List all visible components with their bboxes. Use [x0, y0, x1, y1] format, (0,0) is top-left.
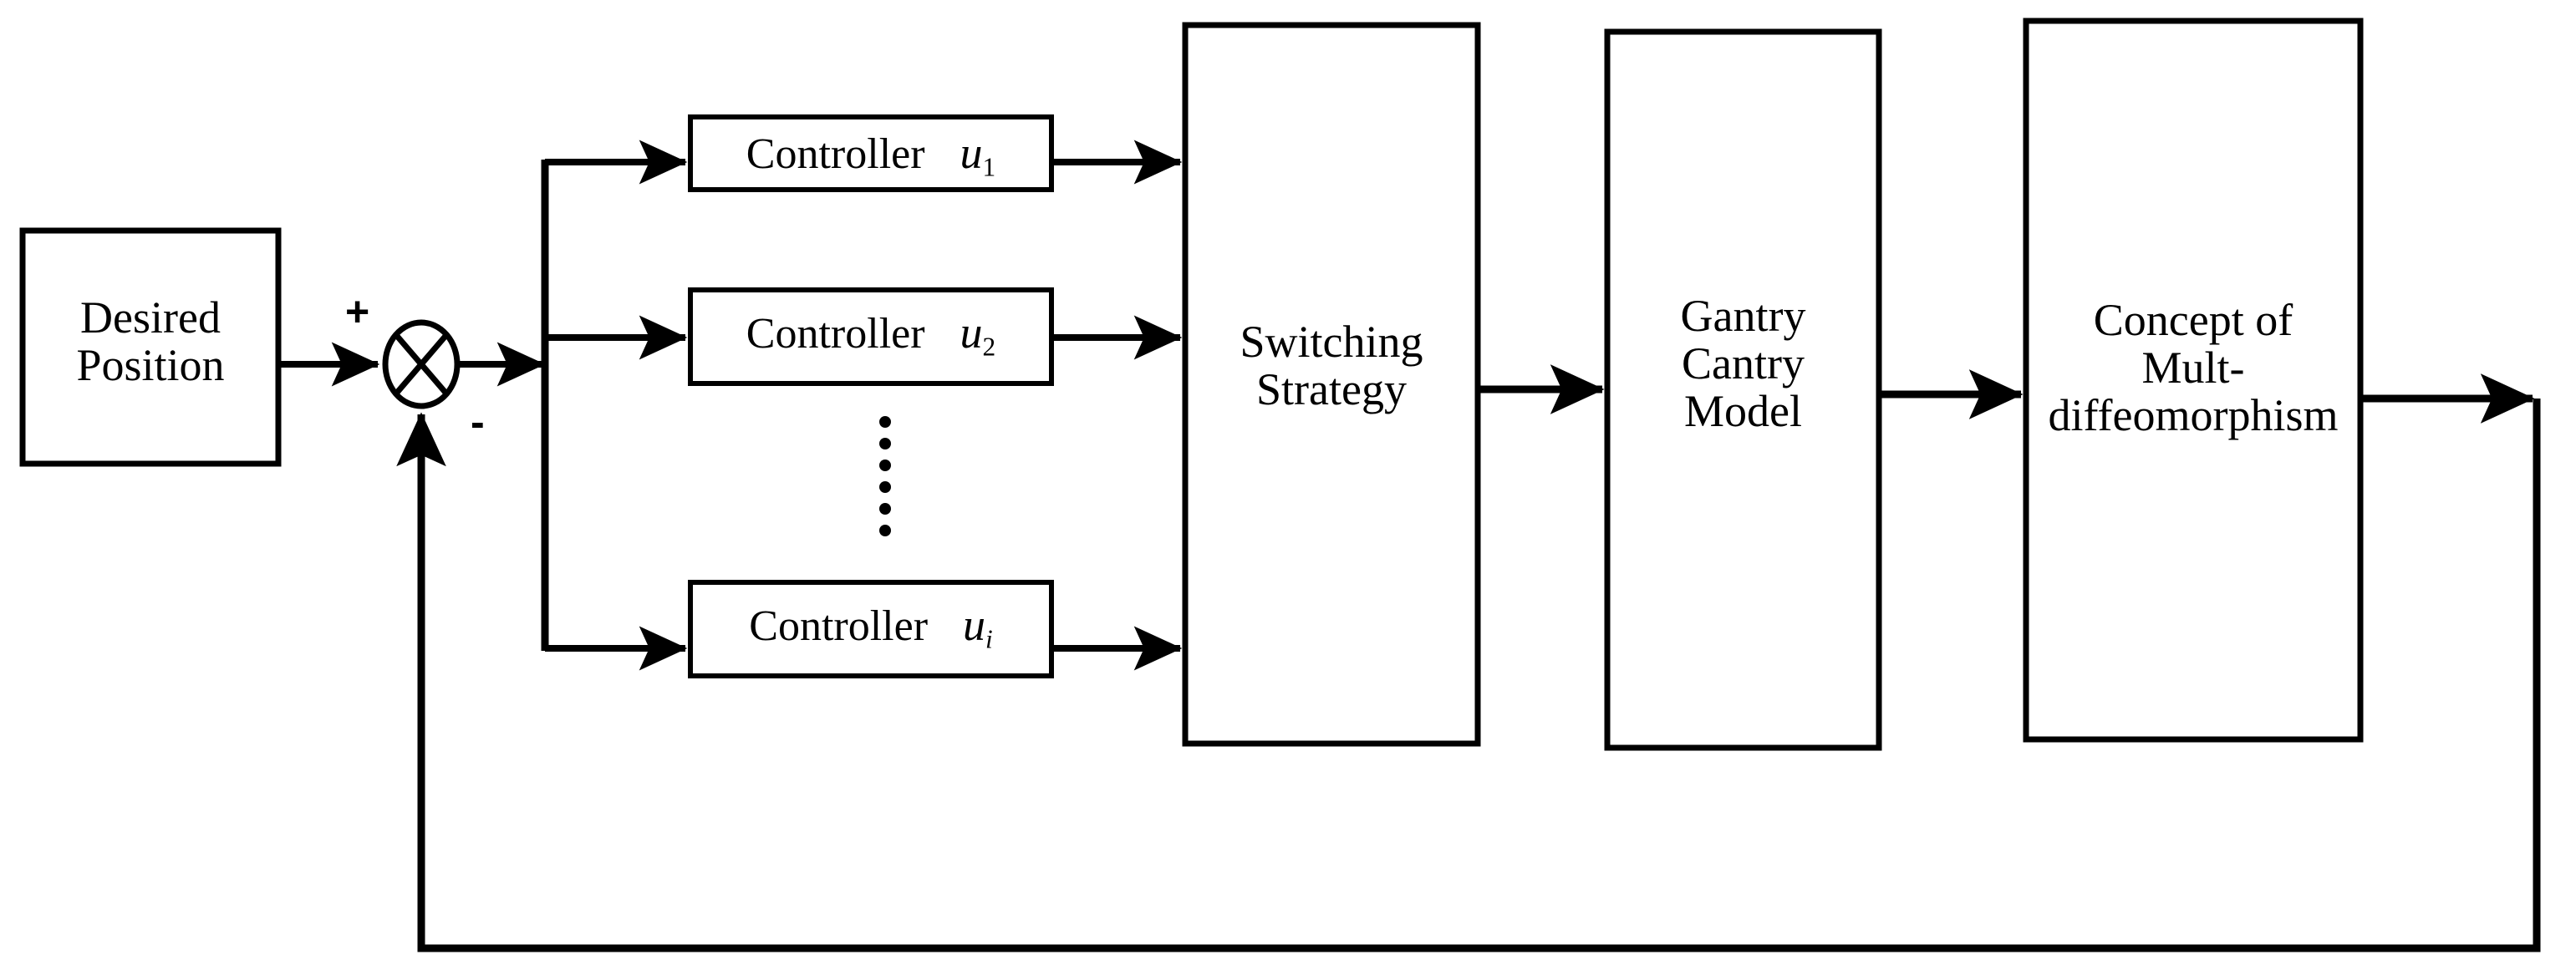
wire-feedback-path: [396, 399, 2541, 952]
ellipsis-dot: [879, 460, 891, 471]
block-controller-i: [688, 580, 1054, 678]
block-desired-position: [19, 227, 282, 467]
ellipsis-dot: [879, 481, 891, 493]
block-switching-strategy: [1182, 22, 1481, 747]
block-concept-mult-diffeomorphism: [2023, 18, 2364, 743]
ellipsis-dot: [879, 416, 891, 428]
summing-junction-cross-b: [394, 333, 449, 396]
ellipsis-dot: [879, 438, 891, 449]
plus-sign: +: [345, 288, 370, 335]
block-controller-1: [688, 114, 1054, 192]
minus-sign: -: [471, 399, 485, 445]
ellipsis-dot: [879, 503, 891, 515]
ellipsis-dot: [879, 525, 891, 536]
block-controller-2: [688, 287, 1054, 386]
block-gantry-cantry-model: [1604, 28, 1882, 751]
